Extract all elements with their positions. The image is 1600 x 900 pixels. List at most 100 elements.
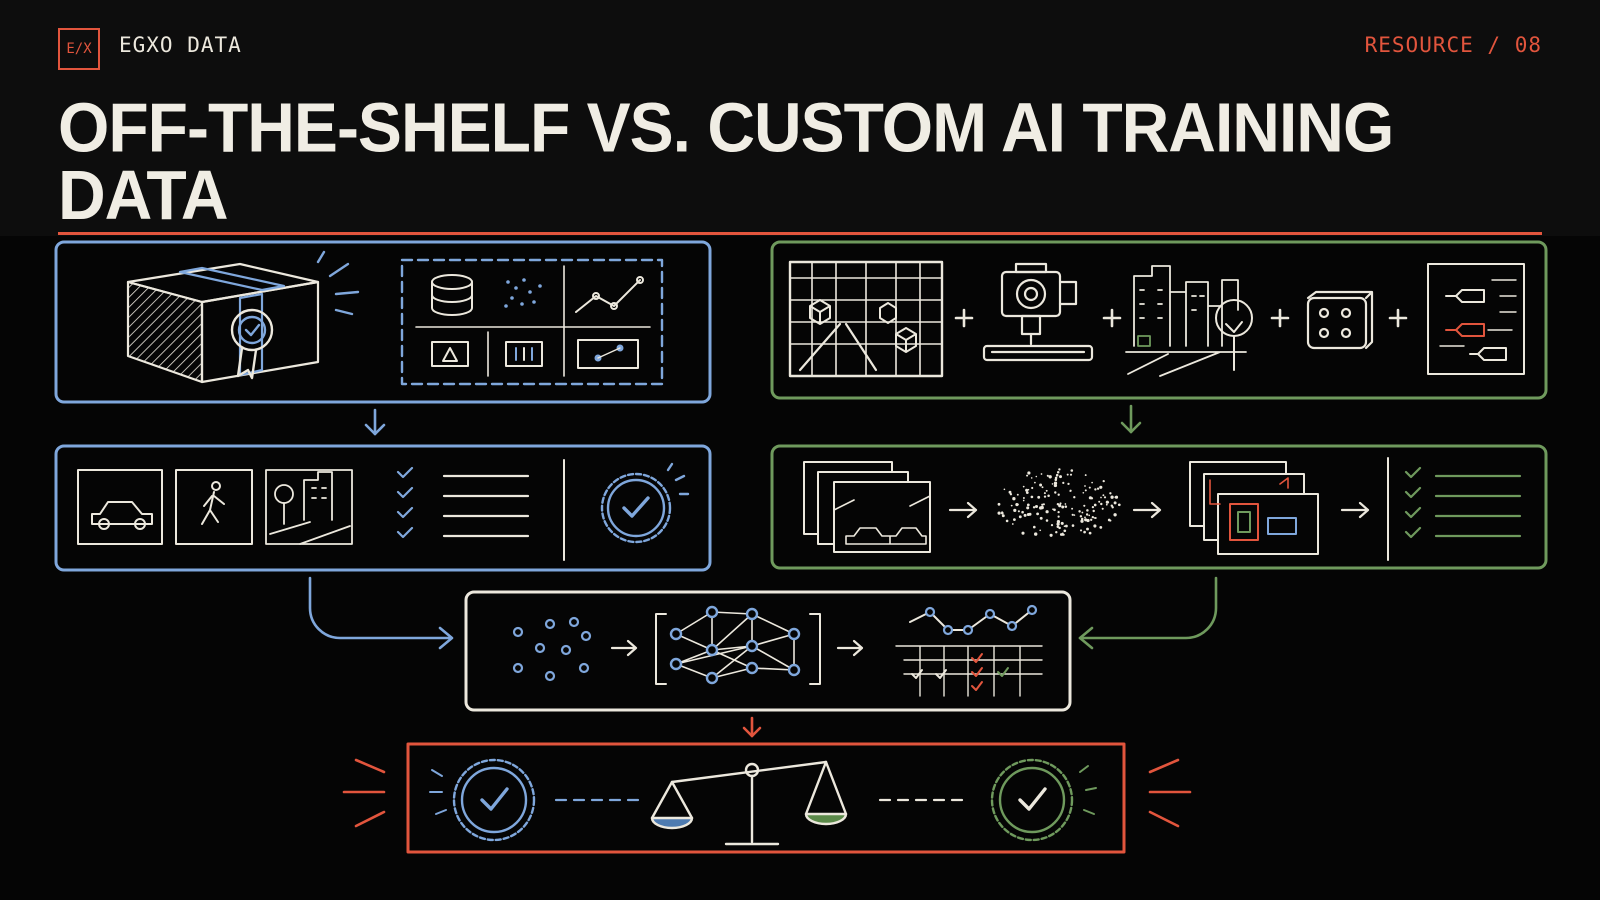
- point-cloud-dot: [1041, 486, 1044, 489]
- image-stack-icon: [803, 461, 931, 553]
- point-cloud-icon: [997, 468, 1121, 537]
- point-cloud-dot: [997, 502, 1001, 506]
- point-cloud-dot: [1105, 503, 1108, 506]
- point-cloud-dot: [1025, 491, 1029, 494]
- point-cloud-dot: [1015, 503, 1018, 506]
- point-cloud-dot: [1041, 503, 1044, 506]
- point-cloud-dot: [1012, 497, 1016, 501]
- neural-network-icon: [655, 605, 821, 685]
- eval-chart-icon: [895, 604, 1043, 697]
- cityscape-icon: [1125, 265, 1253, 377]
- point-cloud-dot: [1069, 489, 1072, 492]
- title-rule: [58, 232, 1542, 235]
- point-cloud-dot: [1073, 514, 1076, 516]
- point-cloud-dot: [1059, 502, 1062, 505]
- point-cloud-dot: [1066, 473, 1069, 476]
- point-cloud-dot: [1009, 493, 1013, 496]
- point-cloud-dot: [1026, 474, 1029, 477]
- point-cloud-dot: [1086, 518, 1090, 523]
- header-band: [0, 0, 1600, 236]
- point-cloud-dot: [1013, 518, 1016, 521]
- point-cloud-dot: [1101, 507, 1104, 510]
- point-cloud-dot: [1109, 519, 1112, 522]
- spark-lines: [316, 250, 360, 316]
- point-cloud-dot: [1045, 510, 1049, 514]
- point-cloud-dot: [1034, 481, 1036, 484]
- point-cloud-dot: [1062, 533, 1065, 536]
- point-cloud-dot: [1008, 490, 1012, 494]
- point-cloud-dot: [1107, 501, 1110, 504]
- point-cloud-dot: [1080, 519, 1084, 523]
- checklist-icon: [396, 466, 530, 539]
- bars-icon: [505, 341, 543, 367]
- point-cloud-dot: [1061, 505, 1065, 509]
- dataset-catalog-frame: [400, 258, 664, 386]
- points-icon: [577, 339, 639, 369]
- point-cloud-dot: [1045, 519, 1049, 522]
- point-cloud-dot: [1071, 513, 1074, 516]
- point-cloud-dot: [1039, 516, 1043, 520]
- connector-green: [1078, 576, 1218, 650]
- line-chart-icon: [575, 276, 644, 313]
- point-cloud-dot: [1099, 526, 1103, 529]
- triangle-icon: [431, 341, 469, 367]
- camera-rig-icon: [982, 262, 1094, 362]
- point-cloud-dot: [1070, 469, 1074, 472]
- checklist-icon: [1404, 466, 1522, 539]
- point-cloud-dot: [1048, 475, 1052, 479]
- point-cloud-dot: [1114, 496, 1117, 499]
- approved-badge-icon: [600, 462, 690, 544]
- point-cloud-dot: [1079, 529, 1083, 532]
- point-cloud-dot: [1010, 504, 1013, 507]
- point-cloud-dot: [1037, 495, 1041, 499]
- point-cloud-dot: [1030, 477, 1033, 479]
- point-cloud-dot: [1053, 481, 1058, 485]
- point-cloud-dot: [1058, 526, 1061, 530]
- point-cloud-dot: [1086, 509, 1089, 512]
- point-cloud-dot: [1013, 508, 1017, 512]
- point-cloud-dot: [1058, 468, 1061, 471]
- point-cloud-dot: [1051, 483, 1054, 485]
- logo-text: E/X: [66, 41, 92, 57]
- street-scene-icon: [265, 469, 353, 545]
- point-cloud-dot: [1093, 517, 1096, 519]
- point-cloud-dot: [1003, 488, 1006, 491]
- blue-check-badge-icon: [429, 758, 536, 842]
- custom-source-panel: [770, 240, 1548, 400]
- point-cloud-dot: [1043, 495, 1047, 498]
- point-cloud-dot: [1084, 474, 1087, 477]
- plus-signs: [954, 308, 1408, 328]
- point-cloud-dot: [1055, 531, 1058, 534]
- point-cloud-dot: [1071, 507, 1074, 510]
- scatter-icon: [504, 278, 542, 308]
- point-cloud-dot: [1025, 488, 1029, 492]
- point-cloud-dot: [1005, 519, 1009, 523]
- green-check-badge-icon: [990, 758, 1097, 842]
- point-cloud-dot: [1088, 496, 1092, 500]
- brand-name: EGXO DATA: [119, 33, 242, 57]
- point-cloud-dot: [1103, 496, 1107, 499]
- point-cloud-dot: [1056, 502, 1060, 506]
- point-cloud-dot: [1039, 529, 1042, 532]
- point-cloud-dot: [1036, 512, 1039, 516]
- point-cloud-dot: [1111, 506, 1114, 509]
- point-cloud-dot: [1084, 518, 1088, 522]
- point-cloud-dot: [1071, 524, 1075, 527]
- point-cloud-dot: [1032, 525, 1036, 529]
- point-cloud-dot: [1079, 515, 1083, 518]
- point-cloud-dot: [1027, 471, 1031, 475]
- point-cloud-dot: [1047, 494, 1050, 497]
- point-cloud-dot: [1063, 525, 1066, 528]
- point-cloud-dot: [1109, 492, 1112, 495]
- point-cloud-dot: [1054, 491, 1057, 494]
- point-cloud-dot: [1064, 505, 1068, 508]
- point-cloud-dot: [1092, 509, 1095, 513]
- point-cloud-dot: [1021, 531, 1025, 535]
- point-cloud-dot: [1026, 512, 1030, 517]
- point-cloud-dot: [1011, 523, 1014, 525]
- point-cloud-dot: [1056, 522, 1060, 526]
- point-cloud-dot: [1017, 510, 1020, 513]
- point-cloud-dot: [1082, 491, 1085, 494]
- point-cloud-dot: [1059, 533, 1063, 536]
- point-cloud-dot: [1113, 513, 1117, 517]
